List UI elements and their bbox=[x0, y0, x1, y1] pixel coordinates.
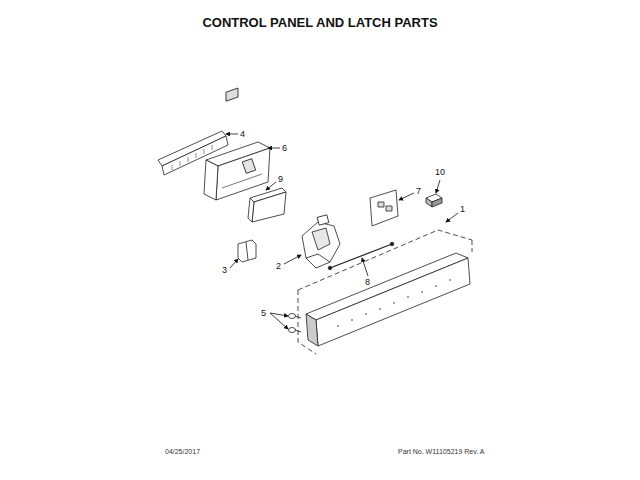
housing-face bbox=[252, 192, 286, 222]
callout-number: 9 bbox=[278, 175, 283, 184]
housing-side bbox=[248, 198, 254, 222]
panel-front bbox=[316, 258, 470, 346]
callout-number: 7 bbox=[416, 187, 421, 196]
wire-harness bbox=[330, 244, 392, 268]
leader-lines bbox=[226, 134, 458, 329]
small-bracket bbox=[238, 240, 256, 262]
diagram-title: CONTROL PANEL AND LATCH PARTS bbox=[0, 16, 640, 29]
callout-number: 5 bbox=[261, 309, 266, 318]
date-stamp: 04/25/2017 bbox=[165, 448, 200, 455]
callout-number: 2 bbox=[276, 262, 281, 271]
callout-number: 8 bbox=[365, 278, 370, 287]
control-board-face bbox=[216, 148, 270, 200]
callout-number: 3 bbox=[222, 266, 227, 275]
callout-number: 1 bbox=[460, 205, 465, 214]
panel-end bbox=[306, 314, 318, 346]
switch-plate bbox=[370, 190, 398, 226]
callout-number: 10 bbox=[435, 168, 445, 177]
callout-number: 4 bbox=[240, 130, 245, 139]
door-latch bbox=[302, 222, 340, 268]
assembly-bracket bbox=[298, 230, 472, 354]
screws bbox=[289, 314, 302, 333]
callout-number: 6 bbox=[282, 144, 287, 153]
control-board-side bbox=[204, 160, 218, 200]
part-number: Part No. W11105219 Rev. A bbox=[398, 448, 484, 455]
